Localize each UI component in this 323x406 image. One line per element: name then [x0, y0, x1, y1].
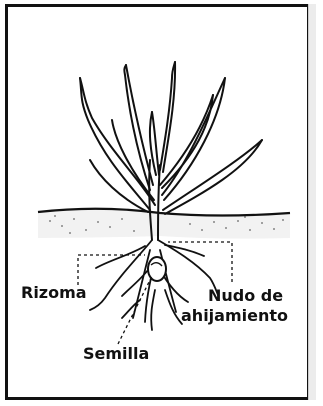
- label-nudo-line1: Nudo de: [208, 286, 284, 305]
- frame-edge: [308, 4, 316, 400]
- plant-leaves: [79, 61, 263, 241]
- nudo-leader: [168, 241, 233, 282]
- label-rizoma: Rizoma: [21, 283, 87, 302]
- soil-surface: [37, 207, 291, 239]
- label-semilla: Semilla: [83, 344, 150, 363]
- rizoma-leader: [77, 254, 145, 285]
- semilla-leader: [117, 275, 153, 345]
- callout-lines: [77, 241, 233, 345]
- seed: [147, 256, 167, 282]
- label-nudo-line2: ahijamiento: [181, 306, 288, 325]
